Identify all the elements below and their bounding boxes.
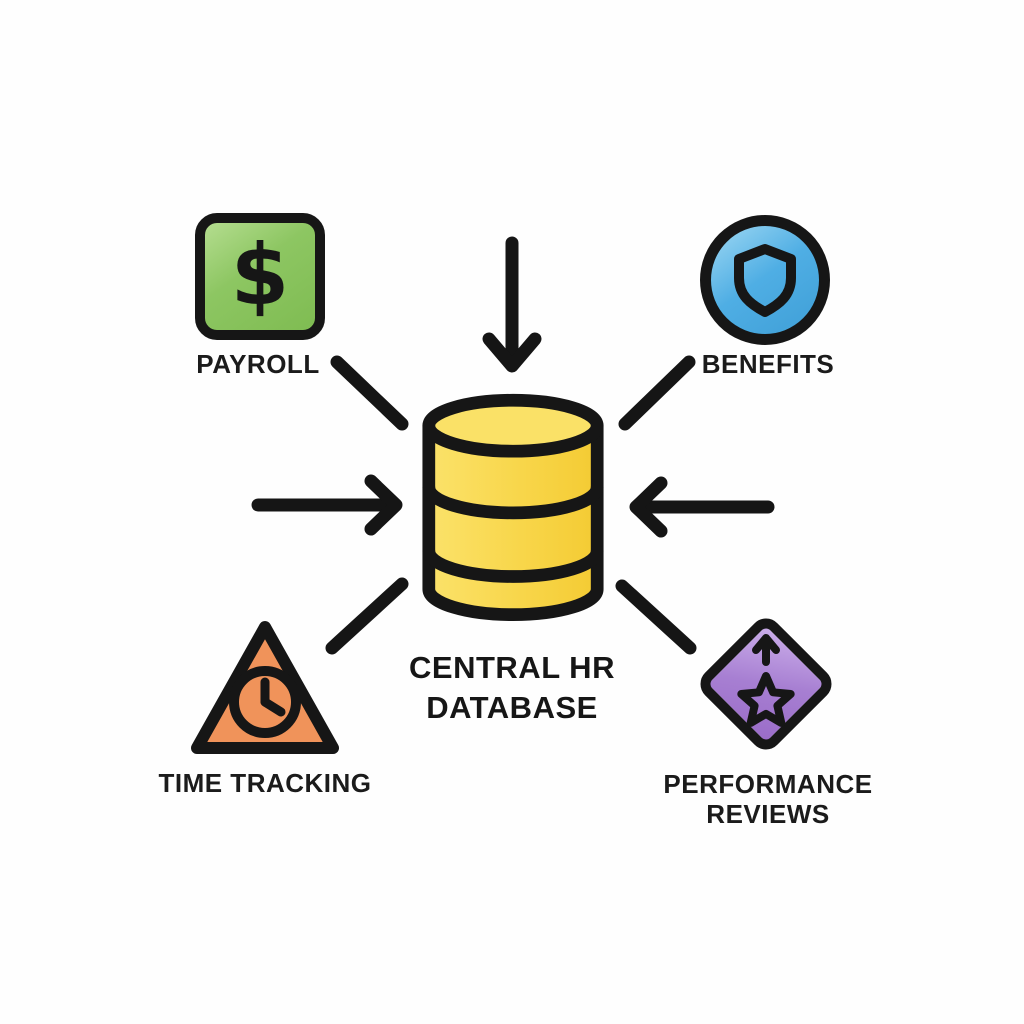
performance-node-inner [731, 632, 801, 736]
up-arrow-icon [752, 634, 780, 666]
line-payroll-to-db [330, 355, 409, 431]
star-rating-icon [737, 634, 795, 727]
payroll-node: $ [195, 213, 325, 340]
central-db-label-line2: DATABASE [426, 690, 598, 725]
line-benefits-to-db [618, 355, 696, 431]
central-db-label: CENTRAL HR DATABASE [409, 648, 615, 728]
benefits-node [700, 215, 830, 345]
performance-label-line2: REVIEWS [706, 799, 830, 829]
benefits-label: BENEFITS [701, 349, 835, 379]
performance-label: PERFORMANCE REVIEWS [663, 769, 872, 829]
clock-icon [229, 666, 301, 738]
line-performance-to-db [615, 579, 697, 655]
time-tracking-node [191, 621, 339, 754]
arrow-left-head-icon [629, 476, 668, 538]
star-icon [737, 672, 795, 727]
time-tracking-label: TIME TRACKING [158, 768, 372, 798]
performance-label-line1: PERFORMANCE [663, 769, 873, 799]
database-icon [422, 393, 604, 622]
central-db-label-line1: CENTRAL HR [409, 650, 615, 685]
arrow-right-head-icon [364, 474, 403, 536]
payroll-label: PAYROLL [196, 349, 320, 379]
performance-node [693, 611, 839, 757]
shield-icon [734, 244, 796, 317]
dollar-icon: $ [230, 225, 290, 324]
arrow-down-head-icon [482, 332, 542, 373]
